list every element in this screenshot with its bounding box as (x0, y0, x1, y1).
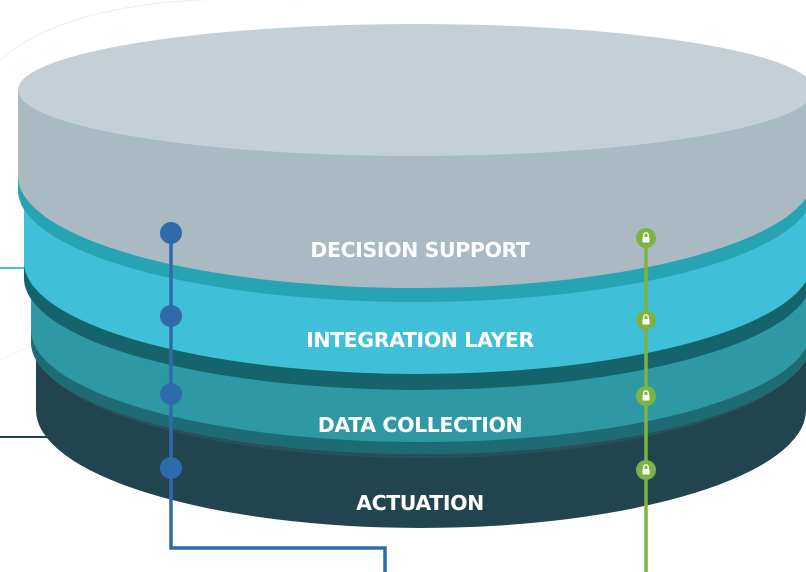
lock-icon (636, 310, 656, 330)
layer-label-integration: INTEGRATION LAYER (306, 328, 534, 352)
right-connector (636, 228, 656, 572)
connector-node-1 (160, 222, 182, 244)
connector-node-3 (160, 383, 182, 405)
layer-decision-support (18, 24, 806, 302)
connector-node-2 (160, 305, 182, 327)
connector-node-4 (160, 457, 182, 479)
layer-label-actuation: ACTUATION (356, 491, 484, 515)
lock-icon (636, 386, 656, 406)
layer-label-decision-support: DECISION SUPPORT (310, 238, 530, 262)
lock-icon (636, 460, 656, 480)
left-connector (160, 222, 387, 572)
layer-label-data-collection: DATA COLLECTION (318, 413, 523, 437)
lock-icon (636, 228, 656, 248)
